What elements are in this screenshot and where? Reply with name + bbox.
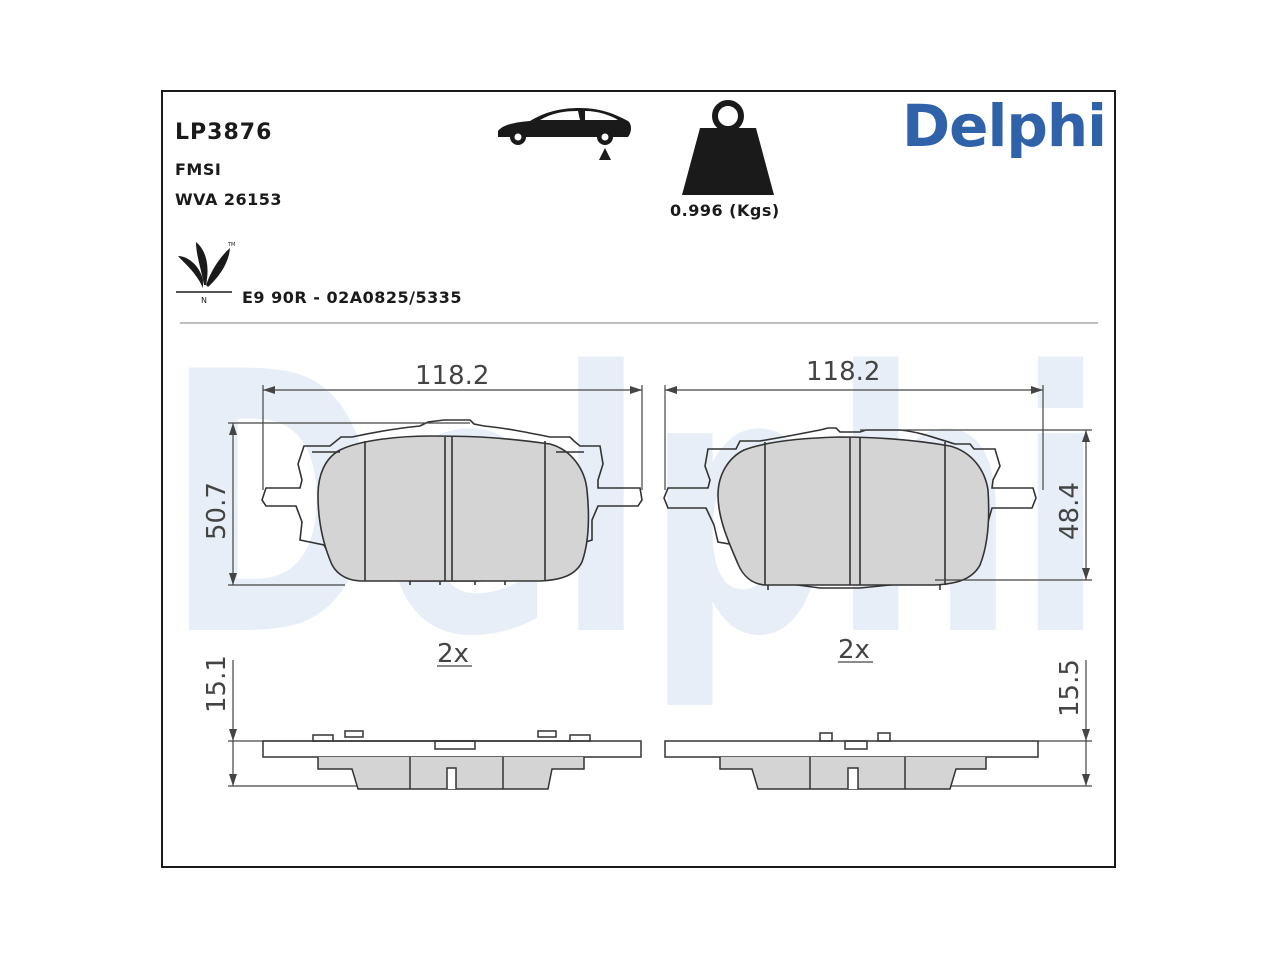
left-height-label: 50.7 — [202, 482, 232, 540]
part-number: LP3876 — [175, 120, 273, 145]
wva-label: WVA 26153 — [175, 190, 283, 209]
brand-logo: Delphi — [902, 92, 1107, 160]
right-width-label: 118.2 — [806, 357, 880, 387]
left-pad-side-view — [262, 730, 642, 790]
drawing-frame — [161, 90, 1116, 868]
right-pad-side-view — [664, 732, 1039, 790]
dimension-lines — [228, 385, 1092, 787]
eco-mark: N — [201, 296, 207, 305]
car-rear-axle-icon — [498, 108, 631, 160]
left-width-label: 118.2 — [415, 361, 489, 391]
eco-leaf-icon: N TM — [176, 242, 235, 305]
left-thickness-label: 15.1 — [202, 655, 232, 713]
weight-icon — [682, 100, 774, 195]
right-qty-label: 2x — [838, 635, 870, 665]
approval-number: E9 90R - 02A0825/5335 — [242, 288, 463, 307]
left-pad-front-view — [261, 419, 643, 585]
svg-text:TM: TM — [227, 242, 235, 248]
right-height-label: 48.4 — [1055, 482, 1085, 540]
weight-label: 0.996 (Kgs) — [670, 201, 780, 220]
right-pad-front-view — [663, 427, 1037, 590]
left-qty-label: 2x — [437, 639, 469, 669]
fmsi-label: FMSI — [175, 160, 222, 179]
right-thickness-label: 15.5 — [1055, 659, 1085, 717]
